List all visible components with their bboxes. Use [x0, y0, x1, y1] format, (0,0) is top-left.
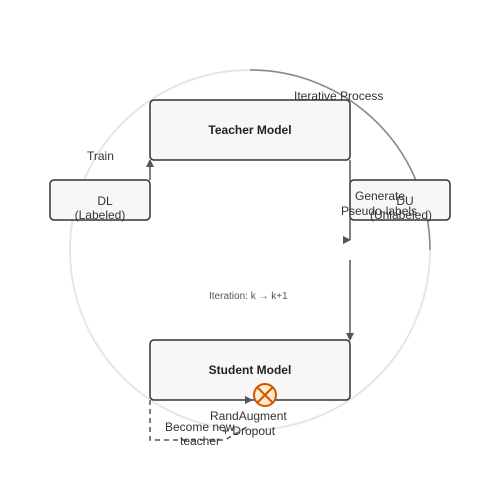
unlabeled-data-label-line1: DU	[396, 194, 414, 208]
generate-label-line1: Generate	[355, 189, 406, 203]
labeled-data-label-line1: DL	[97, 194, 113, 208]
generate-label-line2: Pseudo-labels	[341, 204, 418, 218]
randaugment-label-line1: RandAugment	[210, 409, 287, 423]
student-model-label: Student Model	[208, 363, 292, 377]
become-teacher-loop	[149, 400, 251, 441]
labeled-data-label-line2: (Labeled)	[74, 208, 126, 222]
crossed-circle-icon	[253, 383, 277, 407]
teacher-model-box[interactable]	[149, 99, 351, 161]
iteration-label: Iteration: k → k+1	[209, 291, 288, 302]
teacher-model-label: Teacher Model	[208, 123, 292, 137]
train-label: Train	[87, 149, 114, 163]
unlabeled-data-label-line2: (Unlabeled)	[369, 208, 433, 222]
become-teacher-label-line2: teacher	[180, 434, 221, 448]
randaugment-label-line2: + Dropout	[222, 424, 276, 438]
labeled-data-box[interactable]	[49, 179, 151, 221]
pseudo-label-arrowhead	[343, 236, 351, 244]
become-teacher-label-line1: Become new	[165, 420, 235, 434]
iterative-process-label: Iterative Process	[294, 89, 384, 103]
